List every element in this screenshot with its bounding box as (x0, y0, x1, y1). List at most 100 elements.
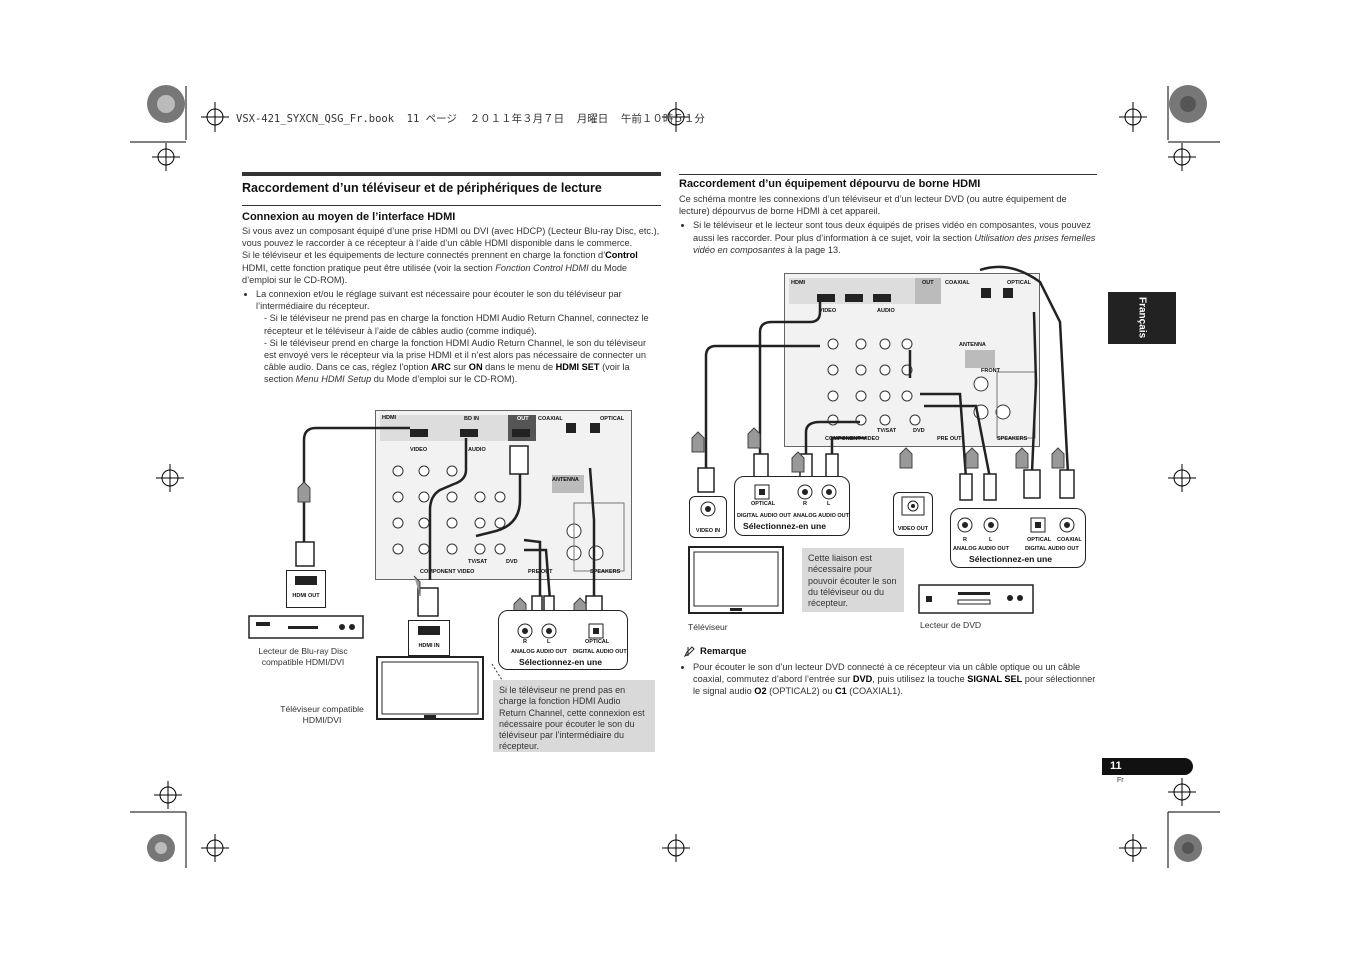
arrow-r3-icon (791, 451, 805, 473)
section-rule-right (679, 174, 1097, 175)
select-box-left: R L OPTICAL ANALOG AUDIO OUT DIGITAL AUD… (498, 610, 628, 670)
receiver-panel-right-art (785, 274, 1039, 446)
hdmi-plug-receiver (509, 445, 529, 475)
tv-right (688, 546, 784, 614)
panel-video-label: VIDEO (410, 447, 428, 453)
panel-out-label: OUT (517, 416, 529, 422)
bluray-caption: Lecteur de Blu-ray Disc compatible HDMI/… (258, 646, 348, 667)
tv-hdmi-in-box: HDMI IN (408, 620, 450, 656)
panel-right-hdmi-label: HDMI (791, 280, 806, 286)
right-section-title: Raccordement d’un équipement dépourvu de… (679, 178, 981, 190)
right-body: Ce schéma montre les connexions d’un tél… (679, 193, 1097, 256)
arrow-1-icon (297, 481, 311, 503)
select-left-title: Sélectionnez-en une (519, 657, 603, 667)
page-number-badge: 11 (1102, 758, 1193, 775)
page-number: 11 (1110, 760, 1122, 772)
left-section-title: Raccordement d’un téléviseur et de périp… (242, 181, 602, 195)
receiver-panel-art (376, 411, 631, 579)
arrow-r6-icon (1015, 447, 1029, 469)
left-cables (295, 426, 603, 623)
registration-mark-top-left (130, 85, 229, 171)
left-body: Si vous avez un composant équipé d’une p… (242, 225, 660, 386)
registration-mark-top-right (1119, 85, 1220, 171)
tv-left (376, 656, 484, 720)
arrow-r5-icon (965, 447, 979, 469)
coaxial-cable-dvd (979, 265, 1070, 475)
tv-left-caption: Téléviseur compatible HDMI/DVI (280, 704, 364, 725)
audio-cable-dvd-l (924, 404, 992, 479)
registration-mark-center (662, 102, 690, 862)
panel-tvsat-label: TV/SAT (468, 559, 488, 565)
panel-right-antenna-label: ANTENNA (959, 342, 986, 348)
arrow-2-icon (413, 575, 421, 596)
optical-cable-tv (758, 296, 822, 458)
select-dvd-title: Sélectionnez-en une (969, 554, 1053, 564)
hdmi-cable-tv (428, 438, 468, 580)
registration-mark-bottom-left (130, 464, 229, 868)
remark-bullet: Pour écouter le son d’un lecteur DVD con… (693, 661, 1097, 698)
panel-right-preout-label: PRE OUT (937, 436, 962, 442)
left-dash1: - Si le téléviseur ne prend pas en charg… (264, 313, 649, 336)
select-box-left-jacks (517, 623, 604, 639)
panel-dvd-label: DVD (506, 559, 518, 565)
rca-plug-dvd-r (959, 473, 973, 501)
arrow-r1-icon (691, 431, 705, 453)
receiver-rear-panel-left: HDMI BD IN OUT COAXIAL OPTICAL VIDEO AUD… (375, 410, 632, 580)
left-subsection-title: Connexion au moyen de l’interface HDMI (242, 211, 456, 223)
select-left-optical: OPTICAL (585, 639, 610, 645)
select-dvd-digital-out: DIGITAL AUDIO OUT (1025, 546, 1079, 552)
panel-right-optical-label: OPTICAL (1007, 280, 1032, 286)
panel-right-video-label: VIDEO (819, 308, 837, 314)
optical-cable-dvd (1030, 311, 1038, 473)
left-bullet1: La connexion et/ou le réglage suivant es… (256, 288, 660, 386)
remark-pencil-icon (684, 646, 695, 657)
tv-video-in-box: VIDEO IN (689, 496, 727, 538)
language-tab-label: Français (1136, 297, 1148, 339)
panel-speakers-label: SPEAKERS (590, 569, 621, 575)
bluray-hdmi-out-box: HDMI OUT (286, 570, 326, 608)
dvd-video-out-box: VIDEO OUT (893, 492, 933, 536)
select-tv-r: R (803, 501, 807, 507)
select-dvd-analog-out: ANALOG AUDIO OUT (953, 546, 1010, 552)
bluray-player (248, 615, 364, 639)
book-header-line: VSX-421_SYXCN_QSG_Fr.book 11 ページ ２０１１年３月… (236, 113, 705, 125)
select-left-l: L (547, 639, 551, 645)
panel-optical-label: OPTICAL (600, 416, 625, 422)
select-tv-title: Sélectionnez-en une (743, 521, 827, 531)
panel-coaxial-label: COAXIAL (538, 416, 563, 422)
dvd-caption: Lecteur de DVD (920, 620, 982, 630)
select-left-analog-out: ANALOG AUDIO OUT (511, 649, 568, 655)
dvd-video-out-label: VIDEO OUT (897, 526, 929, 532)
language-tab: Français (1108, 292, 1176, 344)
audio-cable-dvd-r (920, 392, 968, 479)
right-bullet1: Si le téléviseur et le lecteur sont tous… (693, 219, 1097, 256)
left-para1: Si vous avez un composant équipé d’une p… (242, 226, 660, 249)
left-para2: Si le téléviseur et les équipements de l… (242, 250, 638, 285)
select-box-right-tv-jacks (754, 484, 837, 500)
select-box-right-dvd-jacks (957, 517, 1075, 533)
panel-audio-label: AUDIO (468, 447, 486, 453)
panel-bdin-label: BD IN (464, 416, 479, 422)
hdmi-plug-bluray (295, 541, 315, 567)
receiver-rear-panel-right: HDMI OUT COAXIAL OPTICAL VIDEO AUDIO ANT… (784, 273, 1040, 447)
hdmi-plug-tv (417, 587, 439, 617)
select-dvd-r: R (963, 537, 967, 543)
panel-component-label: COMPONENT VIDEO (420, 569, 475, 575)
panel-antenna-label: ANTENNA (552, 477, 579, 483)
optical-cable (588, 467, 596, 600)
remark-title: Remarque (700, 646, 747, 657)
select-dvd-optical: OPTICAL (1027, 537, 1052, 543)
left-note-box: Si le téléviseur ne prend pas en charge … (493, 680, 655, 752)
audio-cable-tv-l (830, 436, 866, 458)
tv-hdmi-in-label: HDMI IN (418, 643, 440, 649)
arrow-r4-icon (899, 447, 913, 469)
remark-body: Pour écouter le son d’un lecteur DVD con… (679, 661, 1097, 698)
rca-plug-dvd-l (983, 473, 997, 501)
panel-right-speakers-label: SPEAKERS (997, 436, 1028, 442)
subsection-rule-left (242, 205, 661, 206)
right-note-box: Cette liaison est nécessaire pour pouvoi… (802, 548, 904, 612)
tv-video-in-label: VIDEO IN (695, 528, 721, 534)
dvd-player (918, 584, 1034, 614)
panel-right-front-label: FRONT (981, 368, 1000, 374)
remark-heading: Remarque (684, 646, 746, 657)
